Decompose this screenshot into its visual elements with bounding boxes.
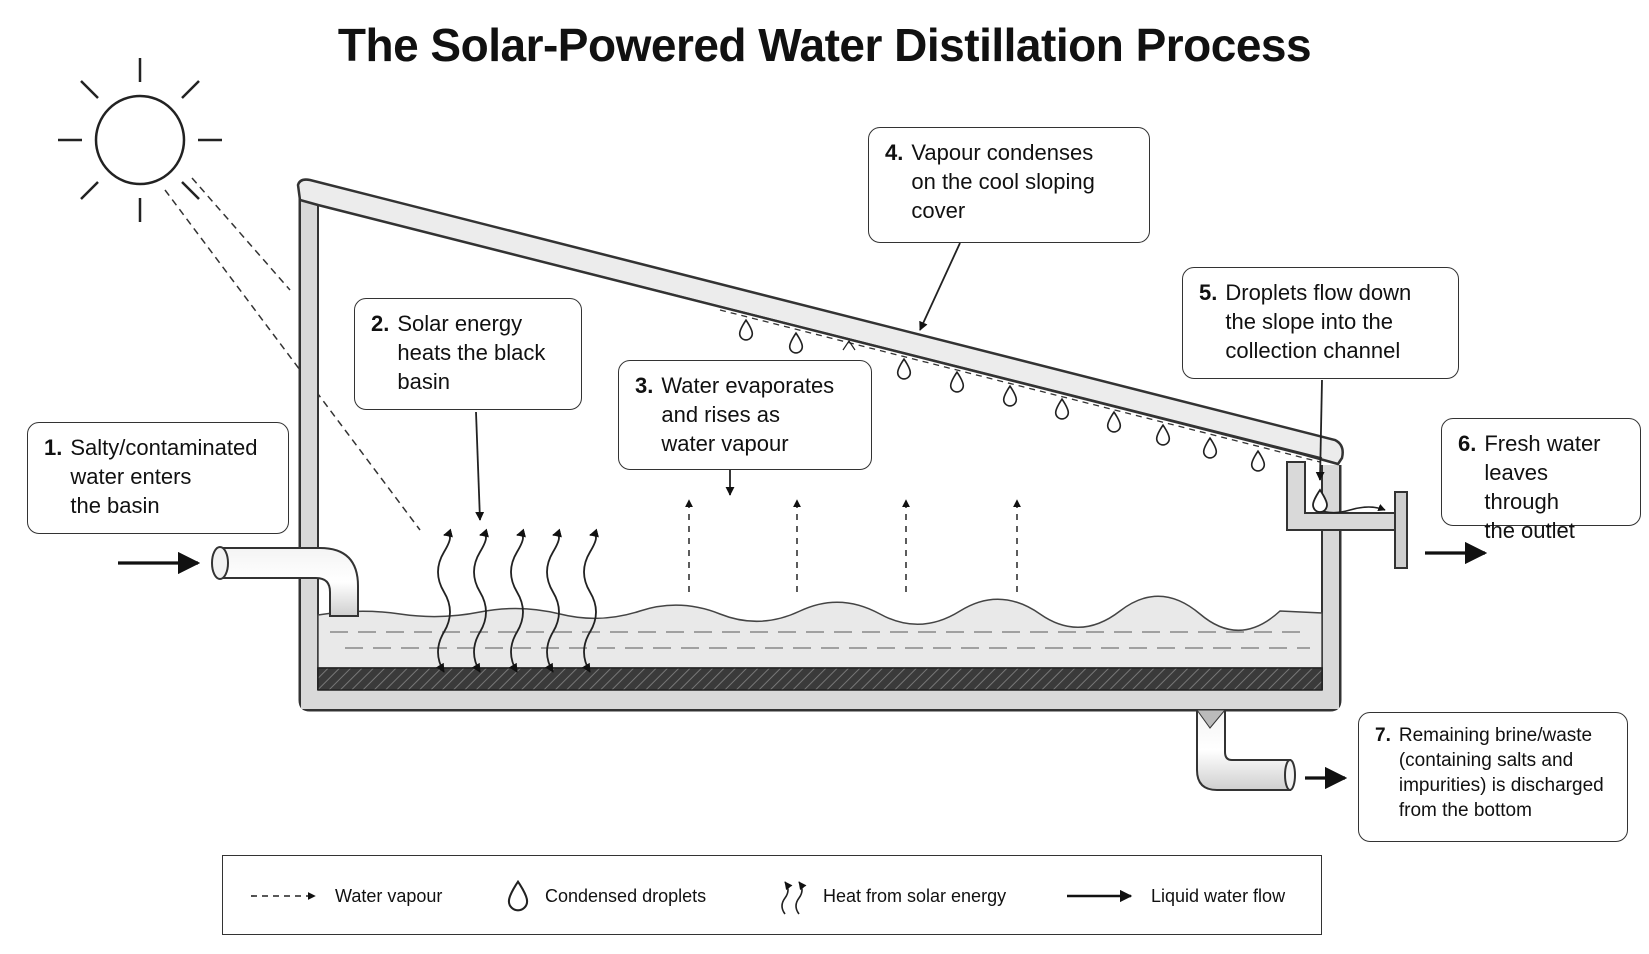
callout-step-7: 7. Remaining brine/waste (containing sal… [1358, 712, 1628, 842]
legend-label: Condensed droplets [545, 885, 707, 906]
diagram-title: The Solar-Powered Water Distillation Pro… [337, 19, 1312, 71]
step-number: 6. [1458, 431, 1477, 456]
step-number: 2. [371, 311, 390, 336]
droplet-icon [507, 879, 529, 912]
legend-label: Water vapour [335, 885, 443, 906]
black-basin-liner [317, 667, 1323, 691]
step-text: Droplets flow down the slope into the co… [1225, 280, 1412, 363]
heat-wave-icon [781, 881, 807, 915]
legend: Water vapour Condensed droplets Heat fro… [222, 855, 1322, 935]
step-number: 4. [885, 140, 904, 165]
sunlight-rays [164, 177, 421, 531]
brine-outlet-pipe [1196, 709, 1296, 791]
still-basin [296, 178, 1408, 712]
legend-item-heat: Heat from solar energy [775, 856, 1006, 936]
sun-icon [58, 58, 222, 222]
callout-step-6: 6. Fresh water leaves through the outlet [1441, 418, 1641, 543]
legend-label: Liquid water flow [1151, 885, 1286, 906]
arrow-icon [1067, 889, 1133, 903]
liquid-flow-arrows [118, 541, 1488, 790]
step-text: Salty/contaminated water enters the basi… [70, 435, 258, 518]
condensed-droplets [738, 319, 1266, 472]
step-text: Solar energy heats the black basin [397, 311, 546, 394]
step-number: 1. [44, 435, 63, 460]
legend-item-liquid-flow: Liquid water flow [1065, 856, 1285, 936]
step-text: Remaining brine/waste (containing salts … [1398, 725, 1604, 821]
step-text: Water evaporates and rises as water vapo… [661, 373, 835, 456]
step-number: 3. [635, 373, 654, 398]
callout-step-1: 1. Salty/contaminated water enters the b… [27, 422, 289, 534]
step-number: 7. [1375, 725, 1391, 746]
step-text: Vapour condenses on the cool sloping cov… [911, 140, 1095, 223]
step-text: Fresh water leaves through the outlet [1484, 431, 1601, 543]
sloping-glass-cover [296, 178, 1344, 466]
legend-label: Heat from solar energy [823, 885, 1007, 906]
vapour-arrows [685, 499, 1021, 592]
callout-pointers [475, 242, 1325, 521]
heat-wave-icon [435, 528, 599, 673]
inlet-pipe [211, 546, 359, 617]
callout-step-2: 2. Solar energy heats the black basin [354, 298, 582, 410]
legend-item-water-vapour: Water vapour [249, 856, 442, 936]
callout-step-4: 4. Vapour condenses on the cool sloping … [868, 127, 1150, 243]
callout-step-5: 5. Droplets flow down the slope into the… [1182, 267, 1459, 379]
outlet-flange [1394, 491, 1408, 569]
dashed-arrow-icon [251, 892, 316, 900]
step-number: 5. [1199, 280, 1218, 305]
legend-item-condensed-droplets: Condensed droplets [505, 856, 706, 936]
callout-step-3: 3. Water evaporates and rises as water v… [618, 360, 872, 470]
